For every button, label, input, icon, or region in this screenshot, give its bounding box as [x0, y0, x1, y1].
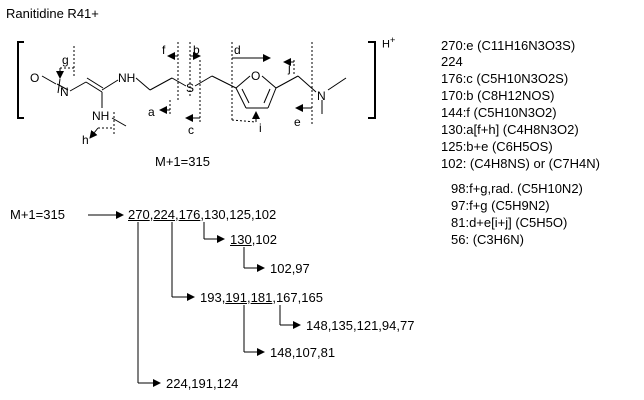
tree-node-270: 270 — [128, 207, 150, 222]
cleavage-label-f: f — [162, 43, 166, 57]
tree-connectors — [88, 211, 301, 387]
tree-from-270: 224,191,124 — [166, 376, 239, 391]
fragment-item: 102: (C4H8NS) or (C7H4N) — [441, 156, 600, 171]
fragment-item: 130:a[f+h] (C4H8N3O2) — [441, 122, 579, 137]
fragment-desc: : (C3H6N) — [465, 232, 524, 247]
molecule-bonds — [41, 75, 347, 127]
tree-node-rest: ,130,125,102 — [200, 207, 277, 222]
tree-node-224: 224 — [153, 207, 176, 222]
atom-n-nitro: N — [60, 85, 69, 99]
cleavage-label-g: g — [62, 53, 69, 67]
fragment-item: 270:e (C11H16N3O3S) — [441, 38, 576, 53]
charge-superscript: + — [389, 35, 396, 45]
tree-from-176: 130,102 — [230, 232, 277, 247]
cleavage-label-j: j — [287, 61, 291, 75]
atom-n-amine: N — [317, 89, 326, 103]
fragment-item-highlighted: 98:f+g,rad. (C5H10N2) — [451, 181, 583, 196]
tree-root: M+1=315 — [10, 207, 65, 222]
fragment-item: 224 — [441, 54, 463, 69]
arrow-h — [89, 127, 99, 139]
cleavage-label-h: h — [82, 133, 89, 147]
cleavage-label-a: a — [148, 105, 155, 119]
cleavage-arrows — [56, 52, 312, 139]
cleavage-label-b: b — [193, 43, 200, 57]
tree-from-224: 193,191,181,167,165 — [200, 290, 323, 305]
tree-node-rest: ,167,165 — [272, 290, 323, 305]
fragment-item: 176:c (C5H10N3O2S) — [441, 71, 569, 86]
atom-s: S — [186, 81, 194, 95]
atom-nh-upper: NH — [118, 71, 135, 85]
tree-node-130: 130 — [230, 232, 252, 247]
fragment-item: 81:d+e[i+j] (C5H5O) — [451, 215, 568, 230]
tree-from-181: 148,135,121,94,77 — [306, 318, 415, 333]
fragment-item: 97:f+g (C5H9N2) — [451, 198, 550, 213]
mplus1-label: M+1=315 — [155, 154, 210, 169]
fragment-mass-highlight: 56 — [451, 232, 466, 247]
tree-level1: 270,224,176,130,125,102 — [128, 207, 277, 222]
left-bracket — [17, 41, 24, 119]
tree-node-181: 181 — [250, 290, 273, 305]
tree-node-rest: ,102 — [251, 232, 278, 247]
atom-o-furan: O — [251, 69, 260, 83]
tree-from-191: 148,107,81 — [270, 345, 336, 360]
cleavage-label-c: c — [188, 123, 194, 137]
fragment-desc: :f+g,rad. (C5H10N2) — [465, 181, 583, 196]
charge-sign: H+ — [382, 35, 396, 51]
fragment-item-highlighted: 56: (C3H6N) — [451, 232, 524, 247]
atom-o-nitro: O — [30, 71, 39, 85]
cleavage-label-i: i — [259, 121, 262, 135]
right-bracket — [368, 41, 376, 119]
atom-nh-lower: NH — [92, 109, 109, 123]
cleavage-dashes — [60, 42, 313, 134]
fragment-item: 125:b+e (C6H5OS) — [441, 139, 553, 154]
cleavage-label-d: d — [234, 43, 241, 57]
fragment-item: 170:b (C8H12NOS) — [441, 88, 555, 103]
cleavage-label-e: e — [294, 115, 301, 129]
tree-node-176: 176 — [178, 207, 201, 222]
tree-node-191: 191 — [225, 290, 248, 305]
compound-title: Ranitidine R41+ — [6, 6, 99, 21]
tree-node-193: 193, — [200, 290, 226, 305]
fragment-mass-highlight: 98 — [451, 181, 466, 196]
tree-from-130: 102,97 — [270, 261, 310, 276]
fragment-item: 144:f (C5H10N3O2) — [441, 105, 557, 120]
